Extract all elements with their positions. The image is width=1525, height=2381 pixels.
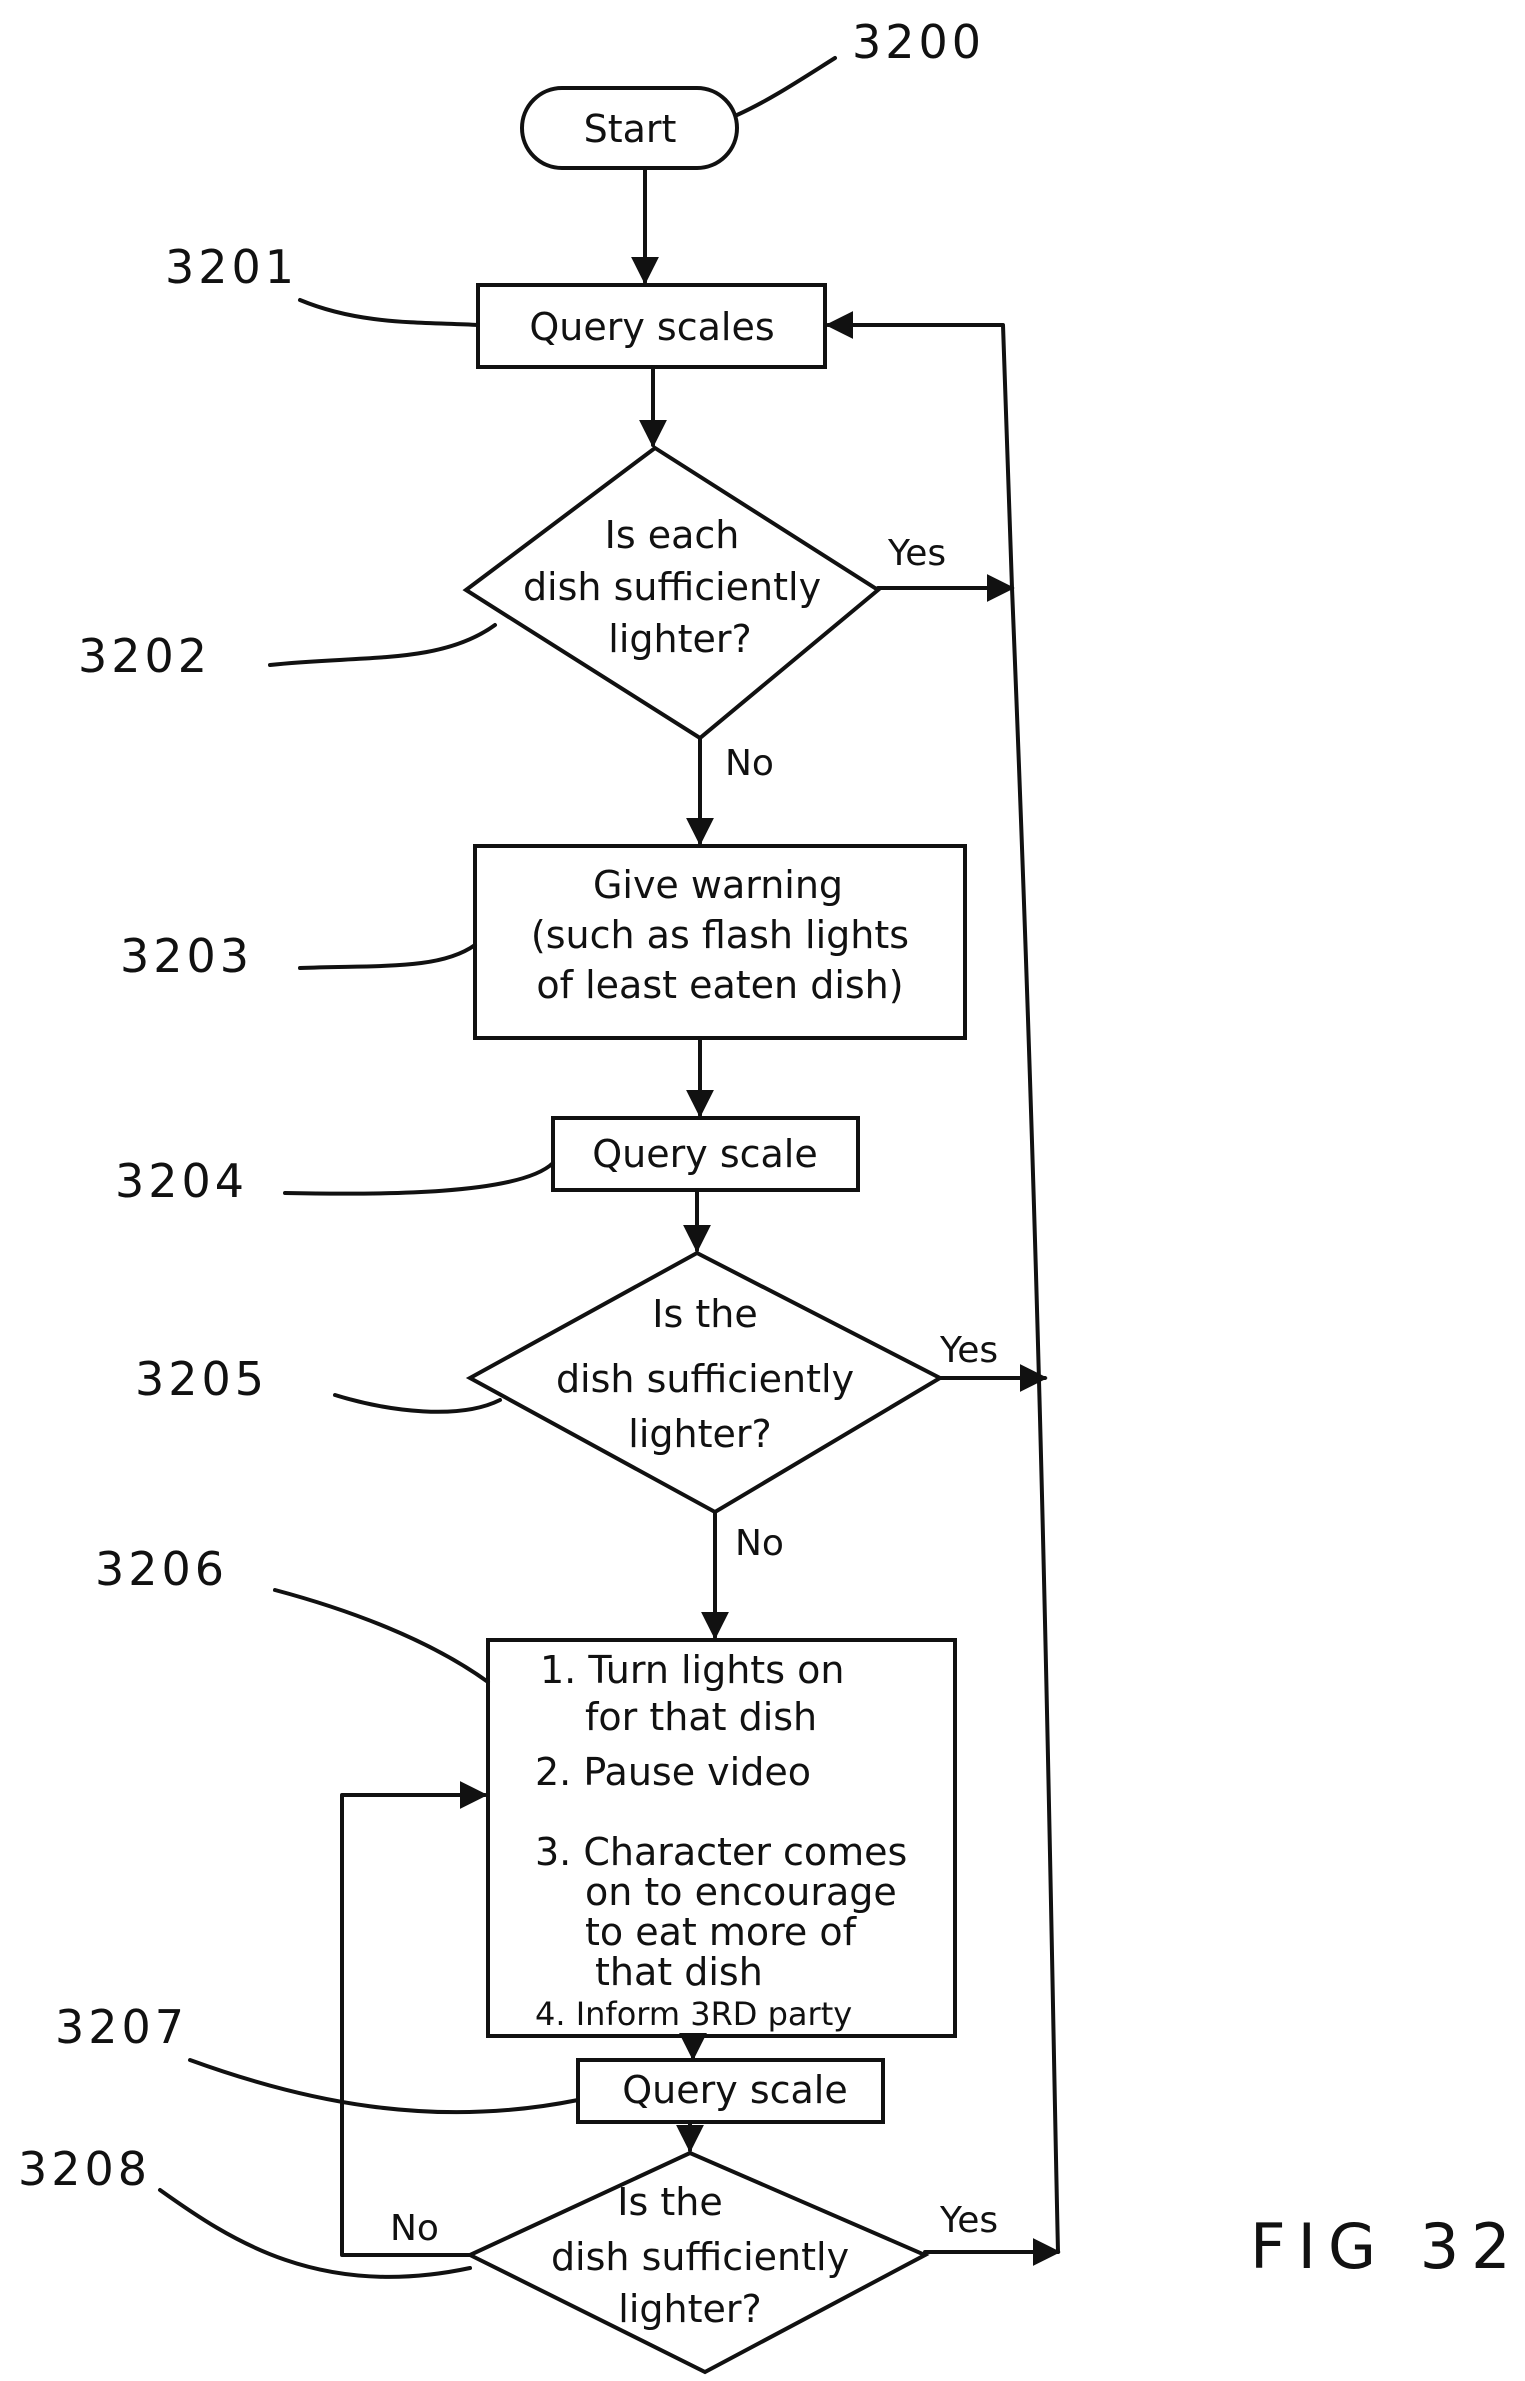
decision-each-line3: lighter?: [608, 617, 751, 661]
ref-3201: 3201: [165, 240, 298, 294]
decision-each-no: No: [725, 743, 774, 784]
figure-label: FIG 32: [1250, 2210, 1523, 2283]
ref-3200: 3200: [852, 15, 985, 69]
leader-3201: [300, 300, 478, 325]
ref-3207: 3207: [55, 2000, 188, 2054]
decision-each-yes: Yes: [887, 533, 946, 574]
warning-line1: Give warning: [593, 863, 843, 907]
actions-line6: to eat more of: [585, 1910, 858, 1954]
warning-line2: (such as flash lights: [531, 913, 909, 957]
query-scale-1-label: Query scale: [592, 1132, 817, 1176]
ref-3206: 3206: [95, 1542, 228, 1596]
decision-dish-1-no: No: [735, 1523, 784, 1564]
decision-dish-2-line2: dish sufficiently: [551, 2235, 849, 2279]
leader-3207: [190, 2060, 578, 2112]
leader-3205: [335, 1395, 500, 1412]
decision-dish-1-line3: lighter?: [628, 1412, 771, 1456]
leader-3206: [275, 1590, 488, 1682]
arrow-decision3-no-loop: [342, 1795, 485, 2255]
actions-line3: 2. Pause video: [535, 1750, 811, 1794]
decision-dish-1-line1: Is the: [652, 1292, 757, 1336]
actions-line8: 4. Inform 3RD party: [535, 1995, 852, 2033]
leader-3200: [737, 58, 835, 115]
leader-3203: [300, 945, 475, 968]
leader-3204: [285, 1163, 553, 1194]
decision-dish-2-no: No: [390, 2208, 439, 2249]
ref-3202: 3202: [78, 629, 211, 683]
decision-dish-2-line1: Is the: [617, 2180, 722, 2224]
decision-dish-1-line2: dish sufficiently: [556, 1357, 854, 1401]
decision-dish-2-line3: lighter?: [618, 2287, 761, 2331]
query-scales-label: Query scales: [529, 305, 774, 349]
warning-line3: of least eaten dish): [536, 963, 903, 1007]
decision-dish-2-yes: Yes: [939, 2200, 998, 2241]
actions-line2: for that dish: [585, 1695, 817, 1739]
leader-3202: [270, 625, 495, 665]
actions-line5: on to encourage: [585, 1870, 897, 1914]
decision-each-line2: dish sufficiently: [523, 565, 821, 609]
ref-3204: 3204: [115, 1154, 248, 1208]
actions-line7: that dish: [595, 1950, 763, 1994]
ref-3208: 3208: [18, 2142, 151, 2196]
start-label: Start: [584, 107, 677, 151]
decision-dish-1-yes: Yes: [939, 1330, 998, 1371]
actions-line1: 1. Turn lights on: [540, 1648, 844, 1692]
actions-line4: 3. Character comes: [535, 1830, 907, 1874]
query-scale-2-label: Query scale: [622, 2068, 847, 2112]
ref-3203: 3203: [120, 929, 253, 983]
decision-each-line1: Is each: [605, 513, 740, 557]
ref-3205: 3205: [135, 1352, 268, 1406]
